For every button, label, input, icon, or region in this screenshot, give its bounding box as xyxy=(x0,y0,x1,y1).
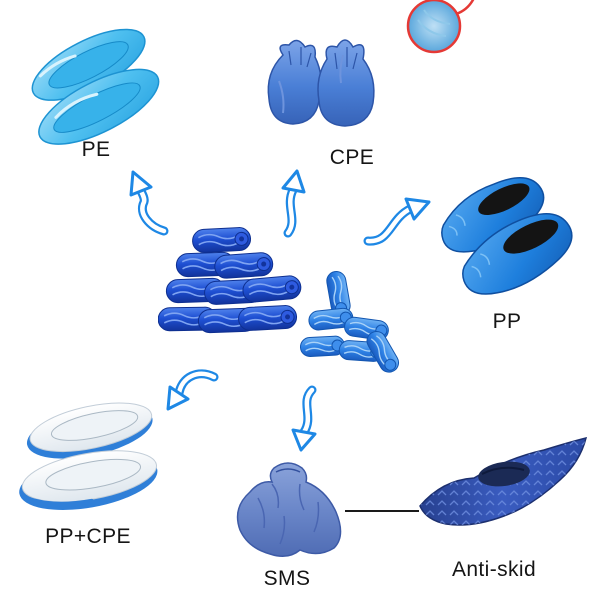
pp-cpe-product-image xyxy=(8,388,173,528)
center-shoe-cover-stacks xyxy=(157,218,408,388)
pp-covers-group xyxy=(441,177,573,295)
pp-cpe-front-cover xyxy=(19,450,158,510)
sms-shoe-cover-illustration xyxy=(236,462,342,557)
cpe-label: CPE xyxy=(329,146,375,169)
pe-covers-group xyxy=(31,28,160,145)
anti-skid-product-image xyxy=(412,428,597,558)
cpe-covers-group xyxy=(267,39,375,127)
pe-label: PE xyxy=(81,138,111,161)
zoom-circle-icon xyxy=(406,0,475,54)
left-roll-pyramid xyxy=(157,226,303,334)
cpe-shoe-covers-illustration xyxy=(267,39,375,127)
anti-skid-label: Anti-skid xyxy=(451,558,537,581)
pp-product-image xyxy=(432,162,597,322)
sms-product-image xyxy=(222,450,357,573)
pp-cpe-label: PP+CPE xyxy=(45,525,131,548)
pp-shoe-covers-illustration xyxy=(441,177,573,295)
shoe-cover-pile-illustration xyxy=(157,226,403,377)
pp-cpe-shoe-covers-illustration xyxy=(19,402,158,510)
arrow-to-sms-icon xyxy=(291,385,317,452)
pe-product-image xyxy=(20,22,170,152)
cpe-product-image xyxy=(245,25,395,150)
detail-zoom-circle xyxy=(398,0,478,65)
right-roll-pile xyxy=(299,269,403,377)
pe-shoe-covers-illustration xyxy=(31,28,160,145)
anti-skid-shoe-cover-illustration xyxy=(419,436,588,526)
sms-label: SMS xyxy=(263,567,311,590)
pp-cpe-back-cover xyxy=(26,402,153,459)
pp-label: PP xyxy=(492,310,522,333)
